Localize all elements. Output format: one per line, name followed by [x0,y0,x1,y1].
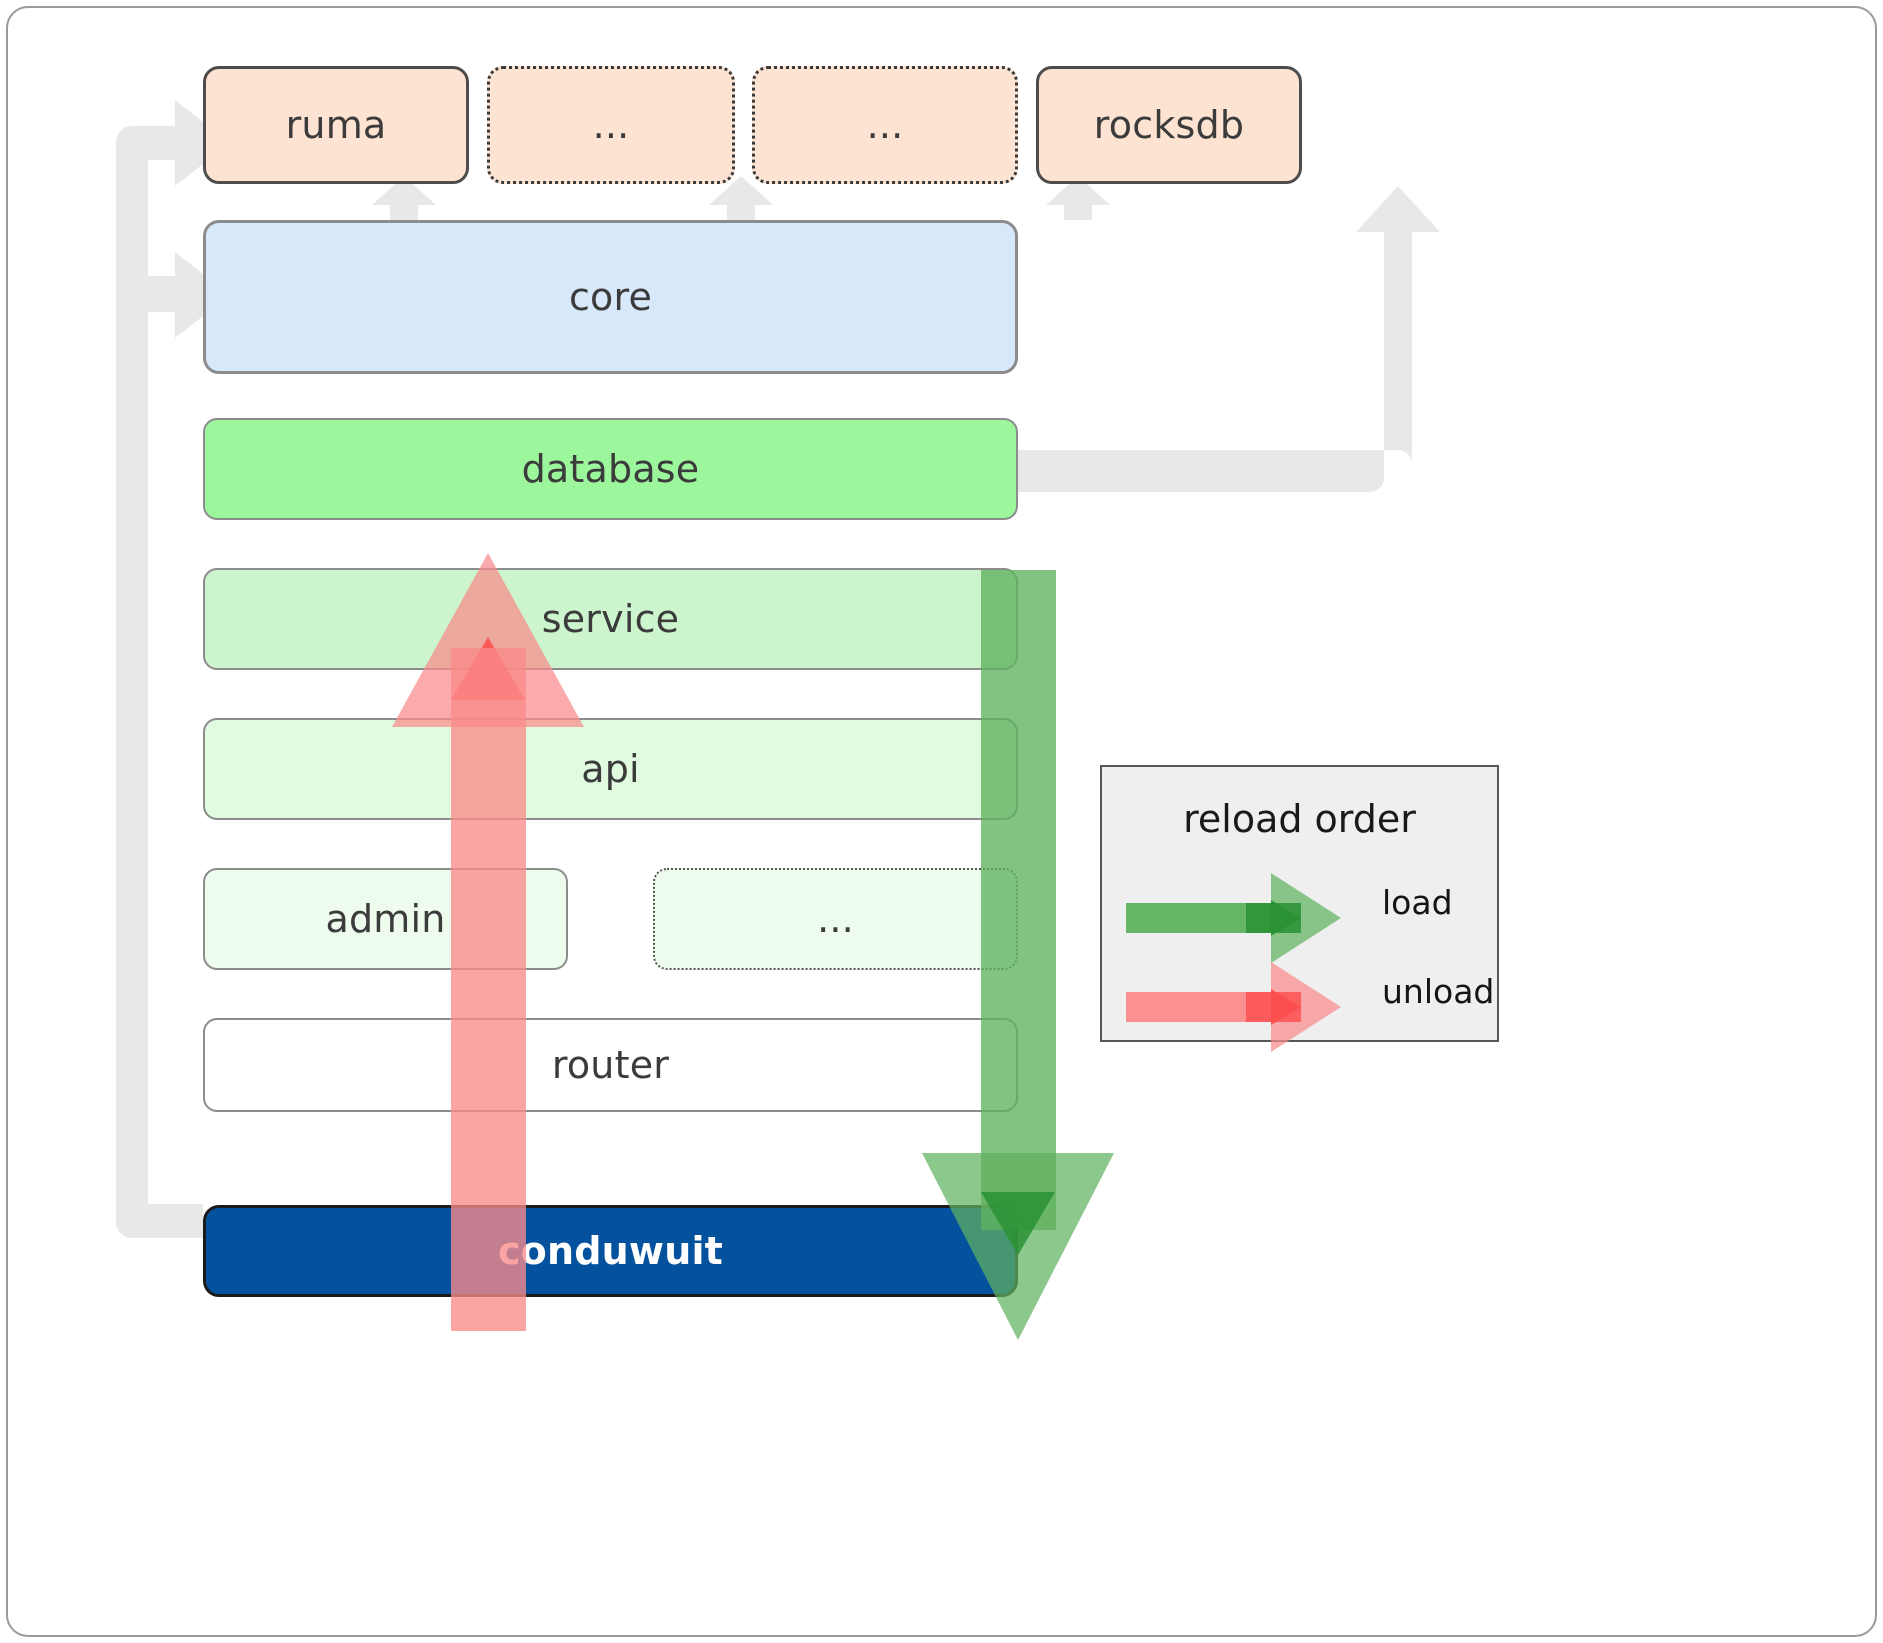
dependency-box-ellipsis-1[interactable]: ... [487,66,735,184]
legend-label-load: load [1382,883,1453,922]
layer-box-database[interactable]: database [203,418,1018,520]
legend-label-unload: unload [1382,972,1495,1011]
core-box[interactable]: core [203,220,1018,374]
layer-box-api[interactable]: api [203,718,1018,820]
legend-title: reload order [1183,797,1416,841]
root-label: conduwuit [497,1229,724,1273]
layer-label: ... [817,897,854,941]
legend-arrow-unload-icon [1126,962,1341,1052]
layer-label: router [551,1043,670,1087]
layer-label: service [541,597,680,641]
root-box-conduwuit[interactable]: conduwuit [203,1205,1018,1297]
layer-box-service[interactable]: service [203,568,1018,670]
legend-arrow-load-icon [1126,873,1341,963]
dependency-label: ruma [285,103,387,147]
layer-label: database [521,447,700,491]
layer-label: admin [325,897,446,941]
layer-box-admin[interactable]: admin [203,868,568,970]
legend-panel: reload order load unload [1100,765,1499,1052]
layer-box-ellipsis[interactable]: ... [653,868,1018,970]
dependency-box-rocksdb[interactable]: rocksdb [1036,66,1302,184]
dependency-box-ellipsis-2[interactable]: ... [752,66,1018,184]
core-label: core [568,275,653,319]
dependency-label: ... [866,103,904,147]
layer-label: api [581,747,640,791]
dependency-box-ruma[interactable]: ruma [203,66,469,184]
dependency-label: ... [592,103,630,147]
dependency-label: rocksdb [1093,103,1245,147]
layer-box-router[interactable]: router [203,1018,1018,1112]
